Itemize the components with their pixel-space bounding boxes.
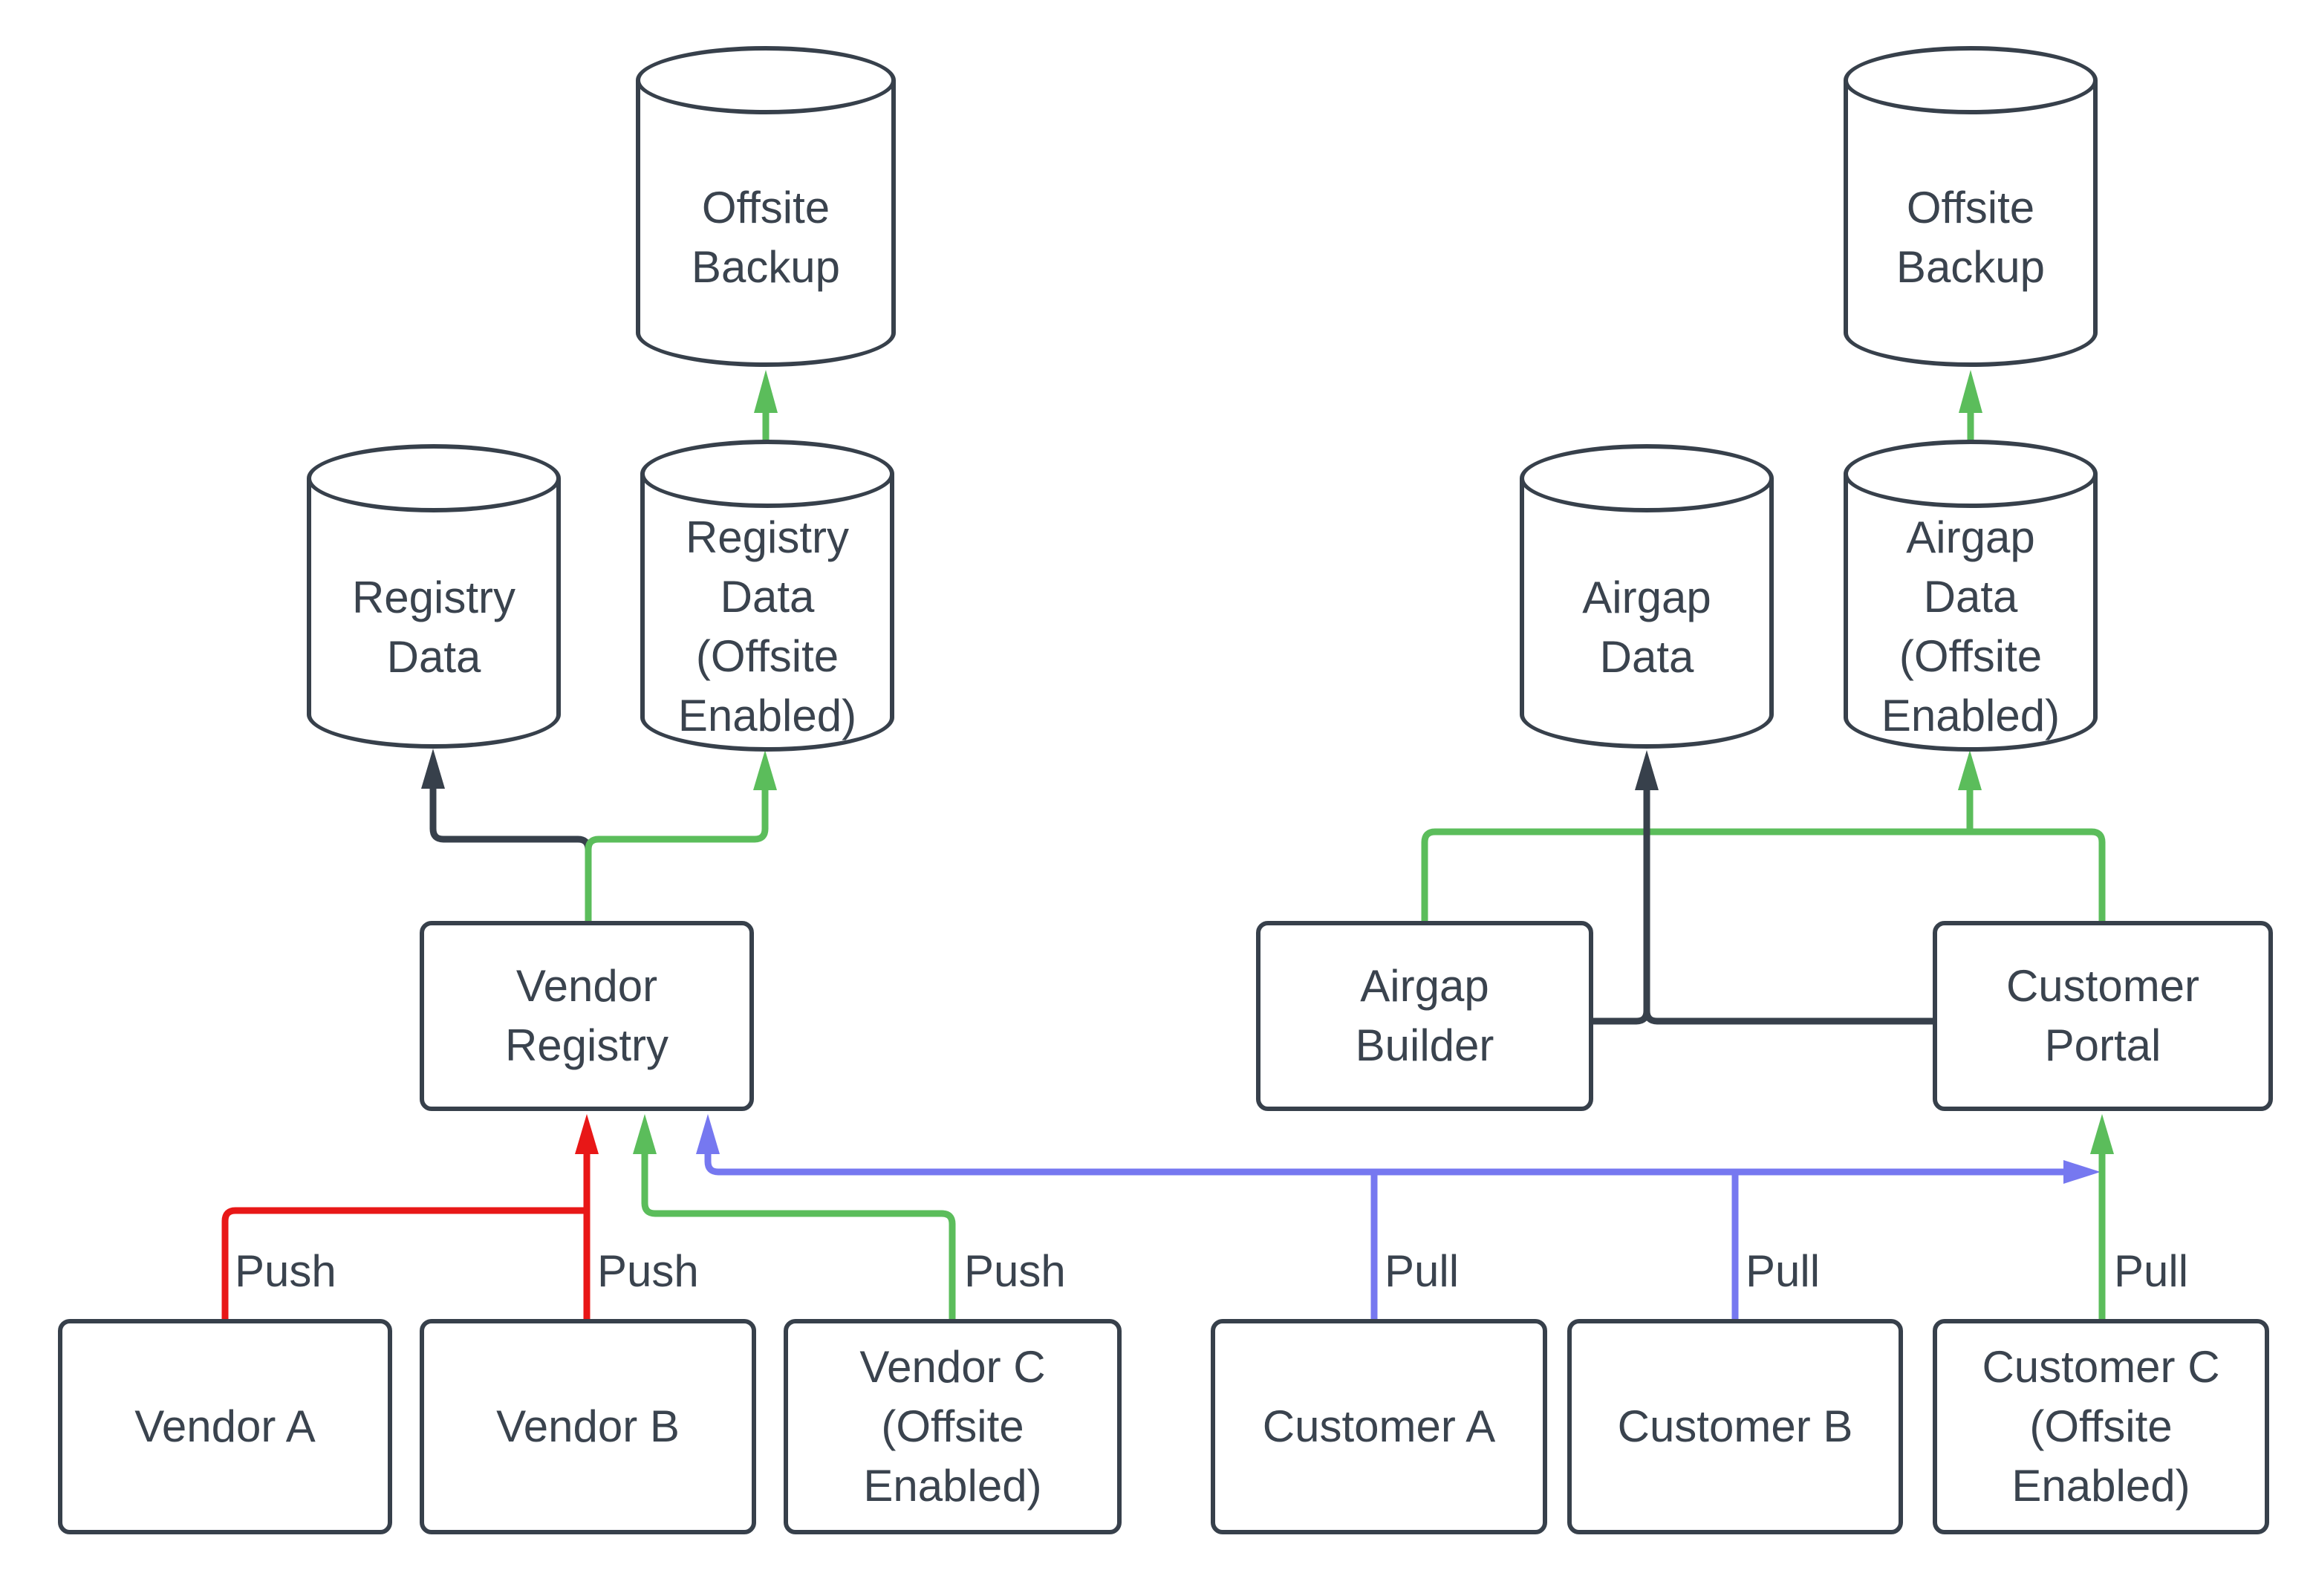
node-registry-data: Registry Data (307, 444, 561, 749)
edge-vendor-a-push (221, 1207, 587, 1319)
cylinder-top (1844, 46, 2098, 114)
node-vendor-a: Vendor A (58, 1319, 392, 1534)
cylinder-body (1844, 474, 2098, 752)
node-airgap-builder: Airgap Builder (1256, 921, 1593, 1111)
arrowhead-customer-portal-bottom (2090, 1114, 2114, 1154)
node-airgap-data-offsite: Airgap Data (Offsite Enabled) (1844, 440, 2098, 752)
node-label: Customer Portal (2005, 961, 2200, 1070)
cylinder-top (640, 440, 894, 508)
edge-vendor-registry-to-registry-data-offsite (585, 790, 769, 921)
node-customer-b: Customer B (1567, 1319, 1903, 1534)
node-label: Offsite Backup (1896, 183, 2046, 292)
node-customer-c: Customer C (Offsite Enabled) (1933, 1319, 2269, 1534)
cylinder-top (307, 444, 561, 512)
cylinder-body (1520, 478, 1774, 749)
node-label: Vendor B (496, 1401, 680, 1451)
node-label: Vendor Registry (504, 961, 669, 1070)
node-registry-data-offsite: Registry Data (Offsite Enabled) (640, 440, 894, 752)
arrowhead-airgap-data-offsite (1958, 750, 1982, 790)
node-customer-portal: Customer Portal (1933, 921, 2273, 1111)
cylinder-top (1844, 440, 2098, 508)
node-offsite-backup-right: Offsite Backup (1844, 46, 2098, 367)
cylinder-top (1520, 444, 1774, 512)
cylinder-top (636, 46, 896, 114)
edge-label-push-vendor-c: Push (964, 1246, 1066, 1296)
edge-label-push-vendor-b: Push (597, 1246, 699, 1296)
cylinder-body (1844, 80, 2098, 367)
arrowhead-vendor-registry-blue (696, 1114, 720, 1154)
node-customer-a: Customer A (1211, 1319, 1547, 1534)
node-vendor-registry: Vendor Registry (420, 921, 754, 1111)
cylinder-body (307, 478, 561, 749)
node-label: Vendor A (134, 1401, 316, 1451)
node-label: Offsite Backup (691, 183, 841, 292)
edge-vendor-c-push (641, 1154, 956, 1319)
edge-airgap-builder-to-airgap-data (1593, 790, 1650, 1025)
edge-label-pull-customer-b: Pull (1746, 1246, 1821, 1296)
edge-vendor-registry-to-registry-data (429, 789, 592, 921)
cylinder-body (640, 474, 894, 752)
node-label: Airgap Data (Offsite Enabled) (1881, 512, 2060, 740)
node-label: Registry Data (351, 573, 516, 682)
node-label: Customer A (1262, 1401, 1496, 1451)
node-label: Airgap Data (1582, 573, 1711, 682)
arrowhead-pull-bus-right (2063, 1160, 2101, 1184)
node-label: Customer C (Offsite Enabled) (1982, 1342, 2220, 1511)
arrowhead-vendor-registry-red (575, 1114, 599, 1154)
edge-pull-bus-to-vendor-registry (704, 1154, 2081, 1176)
edge-customer-portal-to-airgap-data (1643, 1010, 1933, 1025)
edge-label-pull-customer-c: Pull (2114, 1246, 2189, 1296)
edge-label-push-vendor-a: Push (235, 1246, 336, 1296)
arrowhead-airgap-data (1635, 750, 1659, 790)
arrowhead-offsite-backup-left (754, 370, 778, 413)
node-vendor-c: Vendor C (Offsite Enabled) (784, 1319, 1122, 1534)
node-label: Vendor C (Offsite Enabled) (859, 1342, 1046, 1511)
node-label: Registry Data (Offsite Enabled) (677, 512, 857, 740)
node-offsite-backup-left: Offsite Backup (636, 46, 896, 367)
node-label: Customer B (1617, 1401, 1853, 1451)
arrowhead-offsite-backup-right (1959, 370, 1982, 413)
node-airgap-data: Airgap Data (1520, 444, 1774, 749)
arrowhead-vendor-registry-green (633, 1114, 657, 1154)
node-vendor-b: Vendor B (420, 1319, 756, 1534)
arrowhead-registry-data-offsite (753, 750, 777, 790)
arrowhead-registry-data (421, 749, 445, 789)
cylinder-body (636, 80, 896, 367)
node-label: Airgap Builder (1355, 961, 1494, 1070)
edge-airgap-builder-customer-portal-bus (1421, 828, 2106, 921)
edge-label-pull-customer-a: Pull (1385, 1246, 1460, 1296)
